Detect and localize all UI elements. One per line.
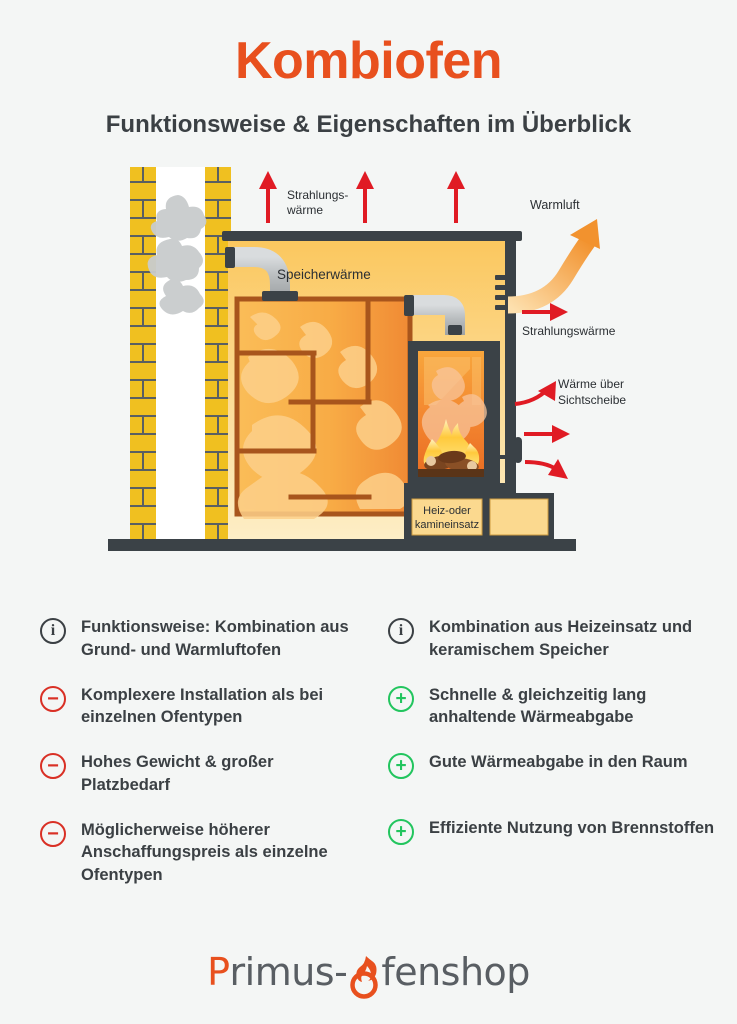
vent-slots <box>495 275 507 311</box>
chimney-right-bricks <box>205 167 231 546</box>
label-glass-heat-line2: Sichtscheibe <box>558 393 626 407</box>
feature-item: + Effiziente Nutzung von Brennstoffen <box>388 817 725 861</box>
plus-icon-glyph: + <box>395 821 407 843</box>
feature-column-right: i Kombination aus Heizeinsatz und kerami… <box>0 616 737 883</box>
logo-part-p: P <box>207 950 230 994</box>
feature-text: Komplexere Installation als bei einzelne… <box>81 685 324 727</box>
plus-icon-glyph: + <box>395 688 407 710</box>
page-subtitle: Funktionsweise & Eigenschaften im Überbl… <box>105 110 632 138</box>
label-glass-heat-line1: Wärme über <box>558 377 624 391</box>
insert-label-line1: Heiz-oder <box>423 505 471 517</box>
plus-icon-glyph: + <box>395 755 407 777</box>
chimney-illustration <box>130 167 231 546</box>
arrow-up-3 <box>447 171 465 224</box>
feature-item: + Gute Wärmeabgabe in den Raum <box>388 751 725 795</box>
label-storage-heat: Speicherwärme <box>277 267 371 282</box>
plus-icon: + <box>388 819 414 846</box>
label-radiant-heat-top-line1: Strahlungs- <box>287 188 348 202</box>
label-warm-air: Warmluft <box>530 198 580 212</box>
insert-pedestal: Heiz-oder kamineinsatz <box>404 493 554 540</box>
feature-text: Hohes Gewicht & großer Platzbedarf <box>81 753 274 794</box>
minus-icon: − <box>40 685 66 712</box>
feature-text: Funktionsweise: Kombination aus Grund- u… <box>81 618 349 659</box>
firebox-handle <box>500 437 522 464</box>
info-icon-glyph: i <box>398 622 404 639</box>
feature-item: i Kombination aus Heizeinsatz und kerami… <box>388 616 725 662</box>
info-icon: i <box>40 618 66 644</box>
feature-list: i Funktionsweise: Kombination aus Grund-… <box>0 616 737 909</box>
arrow-up-2 <box>356 171 374 224</box>
firewood-logs <box>424 451 479 473</box>
feature-text: Schnelle & gleichzeitig lang anhaltende … <box>429 685 647 727</box>
minus-icon: − <box>40 753 66 780</box>
radiant-heat-side-arrow <box>522 303 568 322</box>
warm-air-arrow <box>507 219 600 314</box>
glass-heat-arrowheads <box>524 381 570 480</box>
flue-pipe-to-chimney <box>225 247 298 302</box>
minus-icon-glyph: − <box>47 755 59 778</box>
feature-text: Gute Wärmeabgabe in den Raum <box>429 753 688 772</box>
info-icon: i <box>388 618 414 644</box>
heat-swirl-pattern <box>237 312 409 520</box>
logo-part-rimus: rimus- <box>229 950 348 994</box>
feature-text: Möglicherweise höherer Anschaffungspreis… <box>81 820 328 885</box>
smoke <box>147 195 207 315</box>
heat-storage-chamber <box>234 296 413 520</box>
feature-item: − Hohes Gewicht & großer Platzbedarf <box>40 751 357 797</box>
stove-illustration: Heiz-oder kamineinsatz <box>0 157 737 577</box>
label-radiant-heat-side: Strahlungswärme <box>522 324 616 338</box>
feature-text: Effiziente Nutzung von Brennstoffen <box>429 819 715 838</box>
plus-icon: + <box>388 685 414 712</box>
feature-item: i Funktionsweise: Kombination aus Grund-… <box>40 616 357 662</box>
flue-pipe-firebox <box>404 295 465 336</box>
feature-item: − Komplexere Installation als bei einzel… <box>40 684 357 730</box>
feature-text: Kombination aus Heizeinsatz und keramisc… <box>429 618 693 659</box>
plus-icon: + <box>388 753 414 780</box>
feature-item: + Schnelle & gleichzeitig lang anhaltend… <box>388 684 725 730</box>
insert-label-line2: kamineinsatz <box>415 519 479 531</box>
feature-column-left: i Funktionsweise: Kombination aus Grund-… <box>0 616 369 909</box>
floor-base <box>108 539 576 552</box>
firebox-insert <box>404 341 522 494</box>
baffles <box>234 296 372 500</box>
label-radiant-heat-top-line2: wärme <box>286 203 323 217</box>
header: Kombiofen Funktionsweise & Eigenschaften… <box>0 0 737 139</box>
logo-part-fenshop: fenshop <box>381 950 530 994</box>
minus-icon-glyph: − <box>47 822 59 845</box>
radiant-heat-up-arrows <box>259 171 465 224</box>
info-icon-glyph: i <box>50 622 56 639</box>
minus-icon-glyph: − <box>47 687 59 710</box>
page-title: Kombiofen <box>234 32 503 90</box>
feature-item: − Möglicherweise höherer Anschaffungspre… <box>40 819 357 887</box>
arrow-up-1 <box>259 171 277 224</box>
minus-icon: − <box>40 820 66 847</box>
